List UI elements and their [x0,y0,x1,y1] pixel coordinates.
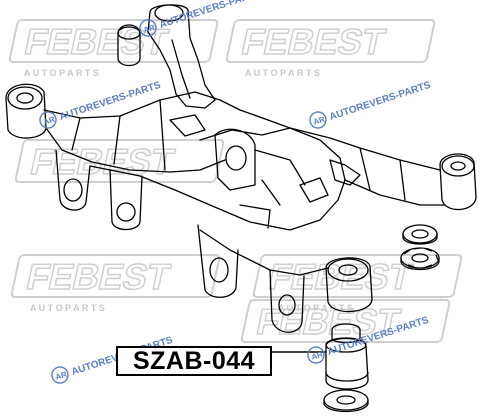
febest-watermark: FEBEST [252,254,463,298]
notched-ring-inner [411,253,429,263]
lower-rear-eye [278,294,296,316]
lower-front-leg [197,224,239,298]
szab-bushing-top [331,323,361,344]
febest-subtitle: A U T O P A R T S [245,68,320,78]
lower-washer-outer [323,389,369,411]
febest-subtitle: A U T O P A R T S [30,303,105,313]
site-watermark: AR AUTOREVERS-PARTS [309,80,432,129]
febest-watermark: FEBEST [240,299,451,343]
site-watermark: AR AUTOREVERS-PARTS [39,80,162,129]
washer-rim [402,234,438,245]
febest-watermark: FEBEST [14,139,225,183]
part-number-label: SZAB-044 [116,346,272,376]
lower-rear-leg [269,269,305,333]
left-arm-lower [45,127,226,173]
frame-detail [299,177,329,203]
svg-text:AR: AR [54,370,68,382]
svg-text:FEBEST: FEBEST [238,21,389,62]
center-box [214,128,256,191]
febest-watermark: FEBEST [8,19,219,63]
right-bracket [329,159,361,186]
svg-text:FEBEST: FEBEST [253,301,404,342]
lower-bushing-core [338,264,358,276]
small-bushing-top [117,26,141,40]
febest-watermark: FEBEST [225,19,436,63]
center-rib [254,149,306,206]
frame-detail [169,114,206,137]
right-bushing-housing [439,153,477,211]
right-bushing-eye [441,155,475,177]
notched-ring-rim [400,258,440,271]
frame-detail [239,204,271,229]
left-arm-web [71,99,166,171]
febest-subtitle-group: A U T O P A R T S A U T O P A R T S A U … [24,68,353,313]
front-left-eye [63,178,83,202]
washer-inner [411,229,429,239]
subframe-drawing [5,4,477,333]
front-left-leg [55,149,91,211]
svg-text:FEBEST: FEBEST [265,256,416,297]
svg-text:AR: AR [42,115,56,127]
right-arm [289,127,441,171]
upper-tower [147,4,216,109]
site-watermark-text: AUTOREVERS-PARTS [328,80,432,123]
front-bracket-eye [116,202,136,222]
svg-text:FEBEST: FEBEST [21,21,172,62]
febest-watermark-group: FEBEST FEBEST FEBEST FEBEST FEBEST FEBES… [8,19,463,343]
upper-tower-edge [171,39,191,99]
svg-text:FEBEST: FEBEST [23,256,174,297]
lower-bushing-housing [325,257,373,313]
szab-bushing-lip [325,371,369,382]
left-arm [43,91,291,129]
febest-subtitle: A U T O P A R T S [24,68,99,78]
front-left-bracket [109,169,143,231]
lower-washer-inner [336,395,356,405]
lower-washer-rim [323,400,369,413]
lower-front-eye [209,257,229,283]
upper-tower-eye [154,4,184,22]
febest-subtitle: A U T O P A R T S [278,303,353,313]
notched-ring-teeth [403,247,439,268]
right-arm-lower [344,179,446,206]
svg-text:AR: AR [142,23,156,35]
exploded-parts [323,224,440,413]
right-bushing-core [450,161,466,171]
febest-watermark: FEBEST [10,254,221,298]
center-box-eye [225,145,247,171]
left-bushing-core [16,92,34,104]
szab-bushing-cap [325,337,367,353]
svg-text:AR: AR [310,350,324,362]
svg-text:AR: AR [312,115,326,127]
washer-outer [402,224,438,244]
small-bushing [117,24,141,67]
left-bushing-eye [7,86,43,110]
center-crossmember [89,165,346,231]
right-arm-web [359,147,406,201]
lower-bushing-eye [327,258,369,282]
svg-text:FEBEST: FEBEST [27,141,178,182]
